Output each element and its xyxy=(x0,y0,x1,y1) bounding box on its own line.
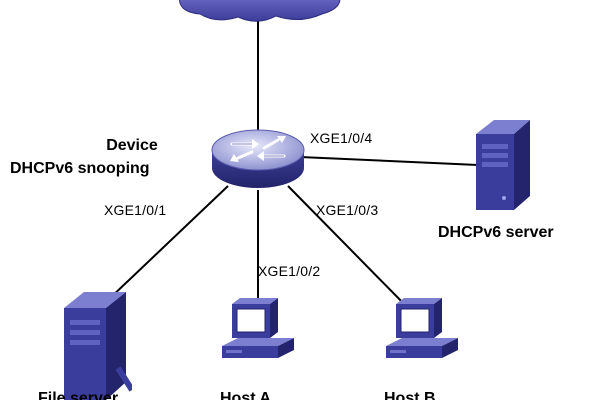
port-label-xge1-0-3: XGE1/0/3 xyxy=(316,202,379,218)
file-server-icon xyxy=(64,292,132,400)
cloud-icon xyxy=(179,0,341,22)
port-label-xge1-0-2: XGE1/0/2 xyxy=(258,263,321,279)
link-xge1-0-3 xyxy=(287,185,413,313)
dhcpv6-server-icon xyxy=(476,120,530,210)
device-name-label: Device xyxy=(106,137,158,154)
switch-icon xyxy=(211,129,305,188)
link-xge1-0-1 xyxy=(107,185,229,301)
port-label-xge1-0-1: XGE1/0/1 xyxy=(104,202,167,218)
host-a-pc-icon xyxy=(222,298,294,358)
dhcpv6-server-label: DHCPv6 server xyxy=(438,224,554,241)
host-a-label: Host A xyxy=(220,390,271,400)
file-server-label: File server xyxy=(38,390,119,400)
host-b-pc-icon xyxy=(386,298,458,358)
host-b-label: Host B xyxy=(384,390,436,400)
link-xge1-0-4 xyxy=(299,156,479,166)
port-label-xge1-0-4: XGE1/0/4 xyxy=(310,130,373,146)
device-role-label: DHCPv6 snooping xyxy=(10,160,150,177)
